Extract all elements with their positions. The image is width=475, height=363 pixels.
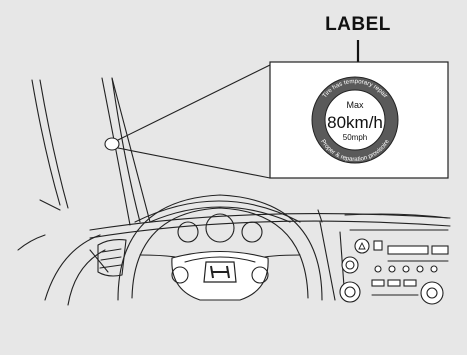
honda-logo: [204, 262, 236, 282]
sticker-max-label: Max: [346, 100, 364, 110]
speed-label-sticker: Tire has temporary repair Proper & repar…: [312, 77, 398, 163]
label-location-marker: [105, 138, 119, 150]
magnifier-leader-lines: [118, 65, 270, 178]
steering-wheel: [118, 195, 322, 300]
sticker-speed-mph: 50mph: [343, 133, 367, 142]
center-console-controls: [340, 239, 448, 304]
sticker-speed-kmh: 80km/h: [327, 113, 383, 132]
